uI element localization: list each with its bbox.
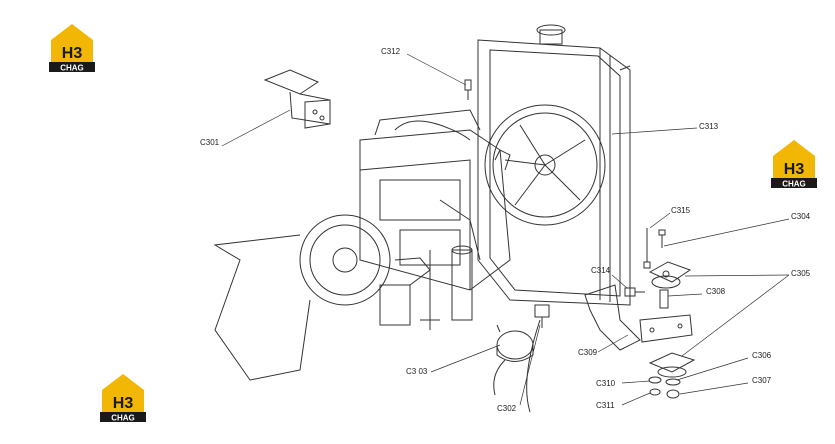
sensor-c303 — [493, 324, 534, 396]
bolt-c314 — [624, 287, 645, 297]
callout-c310: C310 — [596, 379, 616, 388]
mount-c305 — [648, 261, 692, 289]
brand-logo: H3 CHAG — [45, 22, 99, 74]
leader-lines — [221, 53, 790, 406]
radiator-c313 — [477, 24, 631, 306]
callout-c306: C306 — [752, 351, 772, 360]
fan — [484, 104, 606, 226]
nuts — [648, 376, 681, 399]
logo-text-top: H3 — [113, 395, 134, 412]
sensor-c302 — [526, 304, 550, 413]
bolts — [643, 228, 666, 269]
sleeve-c308 — [659, 289, 669, 309]
sensor-c312 — [464, 79, 472, 100]
logo-text-bottom: CHAG — [60, 64, 84, 73]
engine-block — [359, 109, 511, 330]
logo-text-top: H3 — [62, 45, 83, 62]
pad-c306 — [648, 352, 696, 378]
callout-c312: C312 — [381, 47, 401, 56]
logo-text-bottom: CHAG — [111, 414, 135, 423]
callout-c303: C3 03 — [406, 367, 428, 376]
callout-c305: C305 — [791, 269, 811, 278]
callout-c307: C307 — [752, 376, 772, 385]
callout-c302: C302 — [497, 404, 517, 413]
brand-logo: H3 CHAG — [96, 372, 150, 424]
callout-c301: C301 — [200, 138, 220, 147]
callout-c308: C308 — [706, 287, 726, 296]
callout-c304: C304 — [791, 212, 811, 221]
callout-c309: C309 — [578, 348, 598, 357]
callout-c314: C314 — [591, 266, 611, 275]
callout-c315: C315 — [671, 206, 691, 215]
logo-text-top: H3 — [784, 161, 805, 178]
logo-mark-icon: H3 CHAG — [771, 140, 817, 189]
brand-logo: H3 CHAG — [767, 138, 821, 190]
logo-text-bottom: CHAG — [782, 180, 806, 189]
logo-mark-icon: H3 CHAG — [49, 24, 95, 73]
bracket-c301 — [263, 69, 331, 129]
callout-c311: C311 — [596, 401, 615, 410]
flywheel-housing — [213, 214, 431, 381]
logo-mark-icon: H3 CHAG — [100, 374, 146, 423]
callout-c313: C313 — [699, 122, 719, 131]
bracket-c309 — [584, 284, 693, 351]
